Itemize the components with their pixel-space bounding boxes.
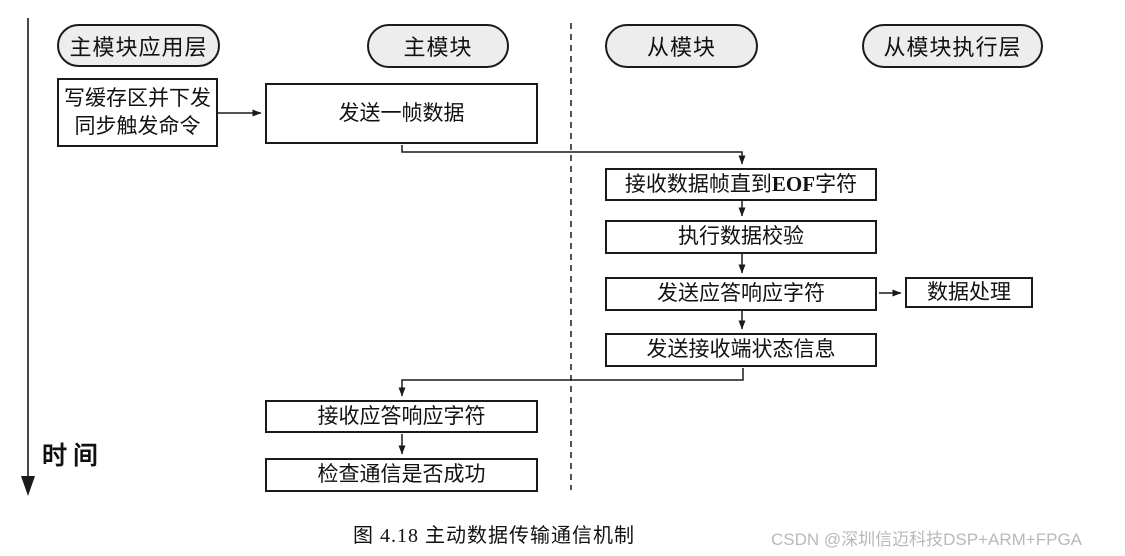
step-label: 执行数据校验 — [678, 224, 804, 249]
step-send-ack-char: 发送应答响应字符 — [605, 277, 877, 311]
lane-pill-master-module: 主模块 — [367, 24, 509, 68]
step-label-line1: 写缓存区并下发 — [64, 86, 211, 111]
lane-pill-label: 从模块 — [646, 35, 716, 60]
step-receive-ack-char: 接收应答响应字符 — [265, 400, 538, 433]
lane-pill-label: 主模块 — [403, 35, 473, 60]
step-verify-data: 执行数据校验 — [605, 220, 877, 254]
step-label: 数据处理 — [927, 279, 1011, 304]
step-check-comm-success: 检查通信是否成功 — [265, 458, 538, 492]
step-label: 发送接收端状态信息 — [646, 337, 836, 362]
step-write-buffer: 写缓存区并下发 同步触发命令 — [57, 78, 218, 147]
lane-pill-master-app-layer: 主模块应用层 — [57, 24, 220, 67]
step-label: 发送应答响应字符 — [657, 281, 825, 306]
step-label: 检查通信是否成功 — [317, 462, 486, 487]
step-send-receiver-status: 发送接收端状态信息 — [605, 333, 877, 367]
step-label: 接收应答响应字符 — [317, 403, 486, 428]
step-label: 接收数据帧直到EOF字符 — [624, 171, 858, 196]
figure-caption: 图 4.18 主动数据传输通信机制 — [353, 525, 635, 547]
step-label: 发送一帧数据 — [338, 100, 465, 125]
step-label-line2: 同步触发命令 — [74, 113, 201, 138]
time-axis-arrow — [21, 18, 35, 496]
lane-pill-slave-exec-layer: 从模块执行层 — [862, 24, 1043, 68]
lane-pill-slave-module: 从模块 — [605, 24, 758, 68]
step-send-frame: 发送一帧数据 — [265, 83, 538, 144]
step-data-processing: 数据处理 — [905, 277, 1033, 308]
lane-pill-label: 从模块执行层 — [883, 35, 1022, 60]
lane-pill-label: 主模块应用层 — [69, 34, 208, 60]
step-receive-frame-until-eof: 接收数据帧直到EOF字符 — [605, 168, 877, 201]
csdn-watermark: CSDN @深圳信迈科技DSP+ARM+FPGA — [771, 530, 1083, 549]
time-axis-label: 时间 — [42, 443, 105, 470]
